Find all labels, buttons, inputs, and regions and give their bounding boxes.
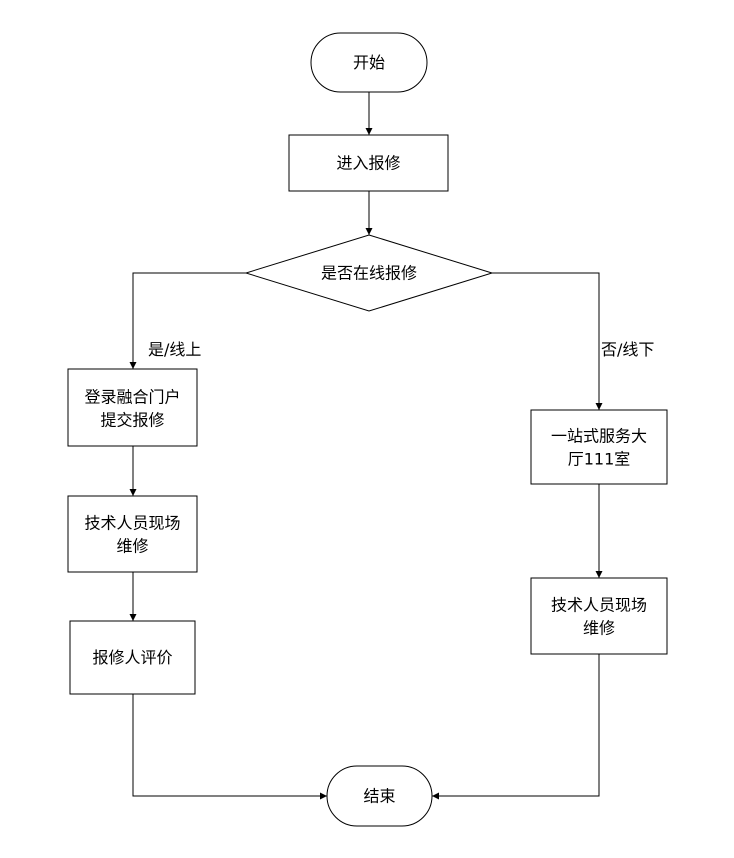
edges [129, 92, 603, 800]
tech-onsite-left-box [67, 495, 198, 573]
login-portal-label-line-2: 提交报修 [100, 411, 164, 430]
enter-repair-box [288, 134, 449, 192]
start-label: 开始 [353, 53, 385, 72]
tech-onsite-right-node: 技术人员现场 维修 [530, 577, 668, 655]
login-portal-label-line-1: 登录融合门户 [84, 388, 180, 407]
tech-onsite-left-node: 技术人员现场 维修 [67, 495, 198, 573]
service-hall-node: 一站式服务大 厅111室 [530, 409, 668, 485]
end-label: 结束 [363, 787, 395, 806]
reporter-review-label: 报修人评价 [92, 648, 172, 667]
edge-label-yes-online: 是/线上 [148, 340, 201, 359]
start-terminator-shape [310, 32, 428, 93]
tech-onsite-left-label-line-2: 维修 [116, 537, 148, 556]
edge-tech-right-to-end [432, 654, 600, 800]
reporter-review-box [69, 620, 196, 695]
login-portal-box [67, 368, 198, 447]
login-portal-node: 登录融合门户 提交报修 [67, 368, 198, 447]
end-node: 结束 [326, 765, 433, 827]
edge-decision-to-login-portal [129, 272, 246, 369]
edge-decision-to-service-hall [492, 272, 603, 410]
end-terminator-shape [326, 765, 433, 827]
tech-onsite-left-label-line-1: 技术人员现场 [84, 514, 180, 533]
edge-label-no-offline: 否/线下 [601, 340, 654, 359]
tech-onsite-right-label-line-2: 维修 [583, 619, 615, 638]
service-hall-label-line-1: 一站式服务大 [551, 427, 647, 446]
tech-onsite-right-box [530, 577, 668, 655]
enter-repair-label: 进入报修 [336, 154, 400, 173]
service-hall-label-line-2: 厅111室 [568, 450, 631, 469]
enter-repair-node: 进入报修 [288, 134, 449, 192]
decision-diamond-shape [244, 234, 494, 312]
edge-review-to-end [132, 694, 327, 800]
decision-online-node: 是否在线报修 [244, 234, 494, 312]
tech-onsite-right-label-line-1: 技术人员现场 [551, 596, 647, 615]
decision-online-label: 是否在线报修 [321, 264, 417, 283]
service-hall-box [530, 409, 668, 485]
start-node: 开始 [310, 32, 428, 93]
reporter-review-node: 报修人评价 [69, 620, 196, 695]
